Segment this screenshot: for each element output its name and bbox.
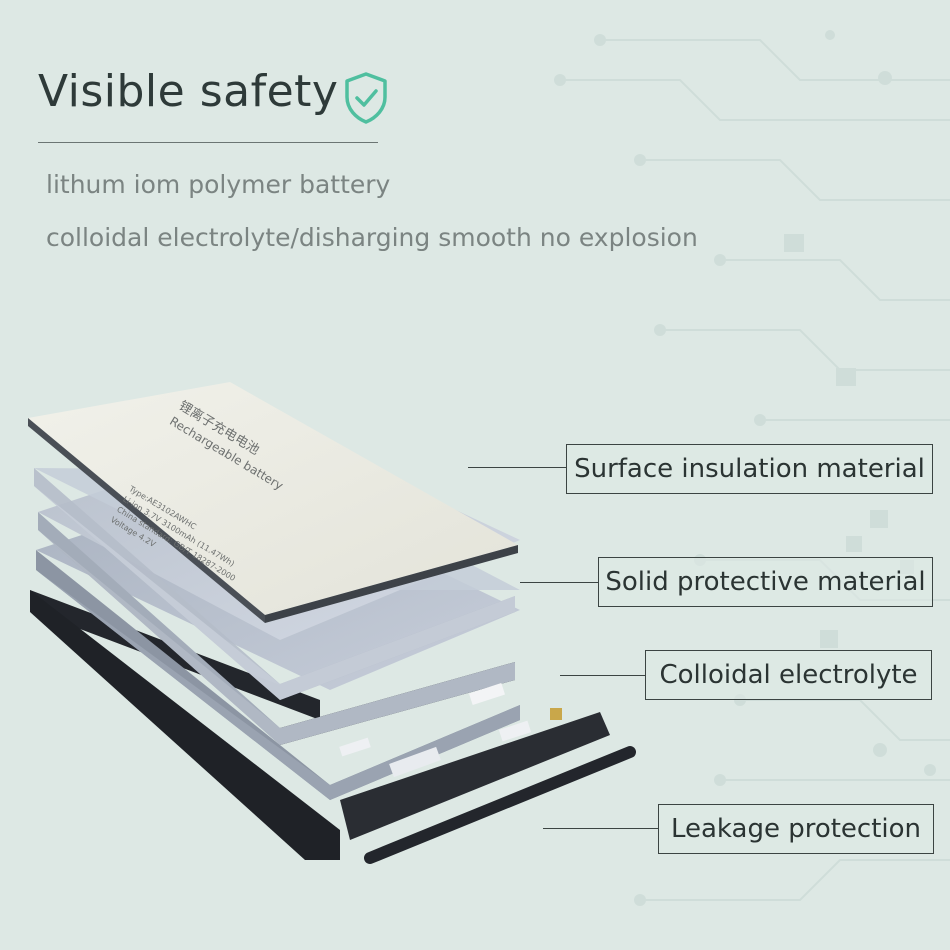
- battery-top-label-layer: 锂离子充电电池 Rechargeable battery Type:AE3102…: [28, 382, 518, 623]
- leader-surface: [468, 467, 566, 469]
- subtitle-line-2: colloidal electrolyte/disharging smooth …: [46, 223, 698, 252]
- battery-exploded-illustration: 锂离子充电电池 Rechargeable battery Type:AE3102…: [28, 382, 636, 864]
- subtitle-line-1: lithum iom polymer battery: [46, 170, 391, 199]
- case-layer: [30, 590, 636, 864]
- label-colloidal-electrolyte: Colloidal electrolyte: [645, 650, 932, 700]
- title-divider: [38, 142, 378, 143]
- leader-colloidal: [560, 675, 645, 677]
- shield-check-icon: [345, 72, 387, 124]
- label-surface-insulation: Surface insulation material: [566, 444, 933, 494]
- leader-solid: [520, 582, 598, 584]
- label-leakage-protection: Leakage protection: [658, 804, 934, 854]
- label-solid-protective: Solid protective material: [598, 557, 933, 607]
- page-title: Visible safety: [38, 66, 339, 117]
- leader-leakage: [543, 828, 658, 830]
